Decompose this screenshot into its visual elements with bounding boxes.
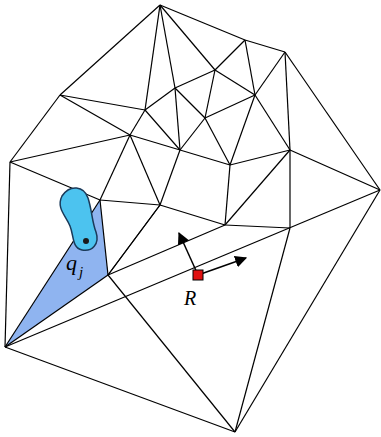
mesh-edge — [145, 88, 175, 110]
triangulation-edges — [5, 5, 380, 432]
point-subscript: j — [79, 265, 83, 280]
mesh-edge — [60, 5, 160, 95]
mesh-edge — [5, 275, 108, 347]
mesh-edge — [108, 225, 225, 275]
robot-label: R — [184, 288, 196, 308]
mesh-edge — [130, 135, 160, 205]
mesh-edge — [5, 190, 380, 347]
query-point — [83, 238, 89, 244]
mesh-edge — [10, 135, 130, 162]
mesh-edge — [290, 150, 380, 190]
mesh-edge — [289, 150, 290, 228]
mesh-edge — [100, 200, 108, 275]
mesh-edge — [145, 5, 160, 110]
mesh-edge — [100, 135, 130, 200]
mesh-edge — [225, 150, 290, 225]
mesh-edge — [245, 40, 255, 95]
mesh-edge — [230, 150, 290, 165]
mesh-edge — [215, 70, 255, 95]
mesh-edge — [175, 70, 215, 88]
mesh-edge — [130, 135, 180, 150]
mesh-edge — [160, 205, 225, 225]
mesh-edge — [175, 88, 180, 150]
mesh-edge — [108, 275, 235, 432]
mesh-edge — [205, 118, 230, 165]
mesh-edge — [5, 162, 10, 347]
robot-marker — [193, 270, 203, 280]
mesh-edge — [285, 52, 380, 190]
point-label: q — [66, 252, 77, 274]
mesh-edge — [215, 40, 245, 70]
mesh-edge — [60, 95, 145, 110]
mesh-edge — [230, 95, 255, 165]
mesh-edge — [205, 95, 255, 118]
mesh-edge — [225, 225, 290, 228]
mesh-edge — [130, 110, 145, 135]
mesh-edge — [160, 5, 245, 40]
mesh-edge — [255, 95, 290, 150]
mesh-edge — [100, 200, 160, 205]
frame-axis — [179, 233, 198, 275]
mesh-edge — [145, 110, 180, 150]
mesh-edge — [160, 5, 215, 70]
foot-icon — [60, 188, 97, 250]
mesh-edge — [245, 40, 285, 52]
mesh-edge — [255, 52, 285, 95]
mesh-edge — [175, 88, 205, 118]
mesh-edge — [180, 118, 205, 150]
mesh-edge — [285, 52, 290, 150]
frame-axis — [198, 258, 246, 275]
mesh-edge — [160, 150, 180, 205]
mesh-edge — [225, 165, 230, 225]
mesh-edge — [160, 5, 175, 88]
mesh-edge — [205, 70, 215, 118]
mesh-edge — [180, 150, 230, 165]
